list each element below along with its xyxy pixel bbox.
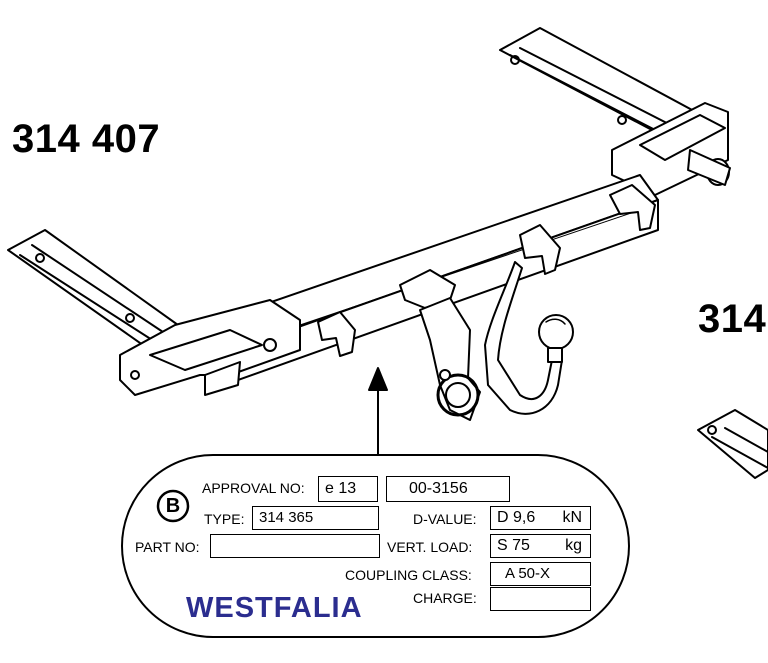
type-value-box: 314 365 bbox=[252, 506, 379, 530]
main-part-number: 314 407 bbox=[12, 117, 161, 161]
left-mounting-rail bbox=[7, 229, 301, 396]
pointer-arrow bbox=[368, 367, 388, 456]
vert-load: S 75 bbox=[497, 537, 530, 554]
d-value-unit: kN bbox=[562, 509, 582, 526]
right-mounting-rail bbox=[499, 27, 731, 196]
badge-letter: B bbox=[165, 495, 181, 517]
approval-no-prefix-box: e 13 bbox=[318, 476, 378, 502]
coupling-class-label: COUPLING CLASS: bbox=[345, 567, 472, 583]
d-value-label: D-VALUE: bbox=[413, 511, 477, 527]
westfalia-logo: WESTFALIA bbox=[186, 592, 363, 624]
part-no-box bbox=[210, 534, 380, 558]
charge-label: CHARGE: bbox=[413, 590, 477, 606]
wiring-clips bbox=[317, 184, 656, 357]
charge-box bbox=[490, 587, 591, 611]
part-no-label: PART NO: bbox=[135, 539, 200, 555]
vert-load-unit: kg bbox=[565, 537, 582, 554]
secondary-part-number: 314 bbox=[698, 297, 767, 341]
vert-load-box: S 75 kg bbox=[490, 534, 591, 558]
approval-no-label: APPROVAL NO: bbox=[202, 480, 305, 496]
coupling-class-box: A 50-X bbox=[490, 562, 591, 586]
badge-circle bbox=[156, 489, 190, 523]
d-value-box: D 9,6 kN bbox=[490, 506, 591, 530]
type-label: TYPE: bbox=[204, 511, 245, 527]
secondary-towbar-rail bbox=[697, 409, 768, 479]
d-value: D 9,6 bbox=[497, 509, 536, 526]
vert-load-label: VERT. LOAD: bbox=[387, 539, 473, 555]
tow-ball-assembly bbox=[419, 261, 574, 421]
approval-no-value-box: 00-3156 bbox=[386, 476, 510, 502]
